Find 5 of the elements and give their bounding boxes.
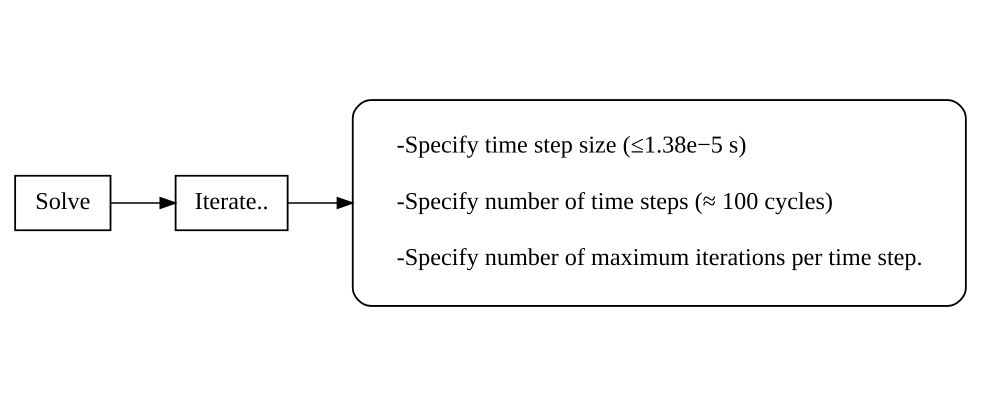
node-box: Iterate.. — [174, 174, 289, 231]
arrow — [288, 196, 355, 209]
node-box: -Specify time step size (≤1.38e−5 s) -Specify number of time steps (≈ 100 cycles) -Specify number of maximum iterations per time step. — [352, 98, 967, 306]
node-box: Solve — [14, 174, 112, 231]
arrow — [110, 196, 178, 209]
